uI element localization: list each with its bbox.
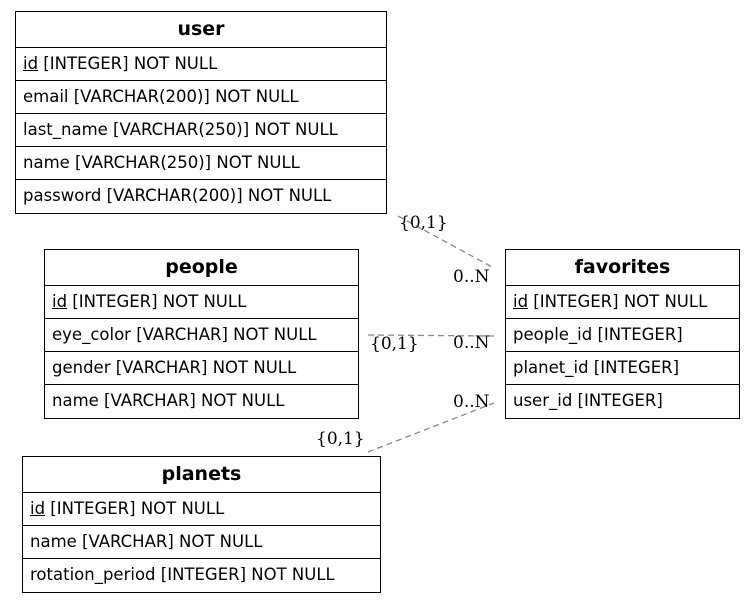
table-row: name [VARCHAR] NOT NULL — [52, 391, 285, 410]
people-cardinality: {0,1} — [370, 334, 419, 354]
table-row: password [VARCHAR(200)] NOT NULL — [23, 186, 332, 205]
column-type: [INTEGER] NOT NULL — [528, 292, 708, 311]
column-type: [INTEGER] NOT NULL — [38, 54, 218, 73]
table-row-id: id [INTEGER] NOT NULL — [16, 48, 386, 81]
primary-key: id — [30, 499, 46, 518]
table-row-id: id [INTEGER] NOT NULL — [506, 286, 739, 319]
people-favorites-link — [367, 334, 495, 337]
table-row: planet_id [INTEGER] — [506, 352, 739, 385]
planets-cardinality: {0,1} — [316, 429, 365, 449]
table-title: user — [16, 12, 386, 48]
table-row: email [VARCHAR(200)] NOT NULL — [16, 81, 386, 114]
planets-favorites-link — [367, 402, 495, 453]
favorites-people-cardinality: 0..N — [453, 333, 490, 353]
favorites-planets-cardinality: 0..N — [453, 392, 490, 412]
table-row: eye_color [VARCHAR] NOT NULL — [45, 319, 358, 352]
user-cardinality: {0,1} — [399, 213, 448, 233]
user-favorites-link — [397, 215, 495, 269]
primary-key: id — [52, 292, 68, 311]
favorites-table[interactable]: favorites id [INTEGER] NOT NULL people_i… — [505, 249, 740, 419]
favorites-user-cardinality: 0..N — [453, 267, 490, 287]
table-row: user_id [INTEGER] — [513, 391, 663, 410]
table-row-id: id [INTEGER] NOT NULL — [45, 286, 358, 319]
primary-key: id — [23, 54, 39, 73]
table-title: favorites — [506, 250, 739, 286]
table-row: gender [VARCHAR] NOT NULL — [45, 352, 358, 385]
table-title: planets — [23, 457, 380, 493]
table-row: name [VARCHAR(250)] NOT NULL — [16, 147, 386, 180]
column-type: [INTEGER] NOT NULL — [45, 499, 225, 518]
table-row: last_name [VARCHAR(250)] NOT NULL — [16, 114, 386, 147]
table-row: rotation_period [INTEGER] NOT NULL — [30, 565, 335, 584]
table-title: people — [45, 250, 358, 286]
user-table[interactable]: user id [INTEGER] NOT NULL email [VARCHA… — [15, 11, 387, 214]
people-table[interactable]: people id [INTEGER] NOT NULL eye_color [… — [44, 249, 359, 419]
planets-table[interactable]: planets id [INTEGER] NOT NULL name [VARC… — [22, 456, 381, 593]
table-row: people_id [INTEGER] — [506, 319, 739, 352]
table-row-id: id [INTEGER] NOT NULL — [23, 493, 380, 526]
table-row: name [VARCHAR] NOT NULL — [23, 526, 380, 559]
primary-key: id — [513, 292, 529, 311]
column-type: [INTEGER] NOT NULL — [67, 292, 247, 311]
